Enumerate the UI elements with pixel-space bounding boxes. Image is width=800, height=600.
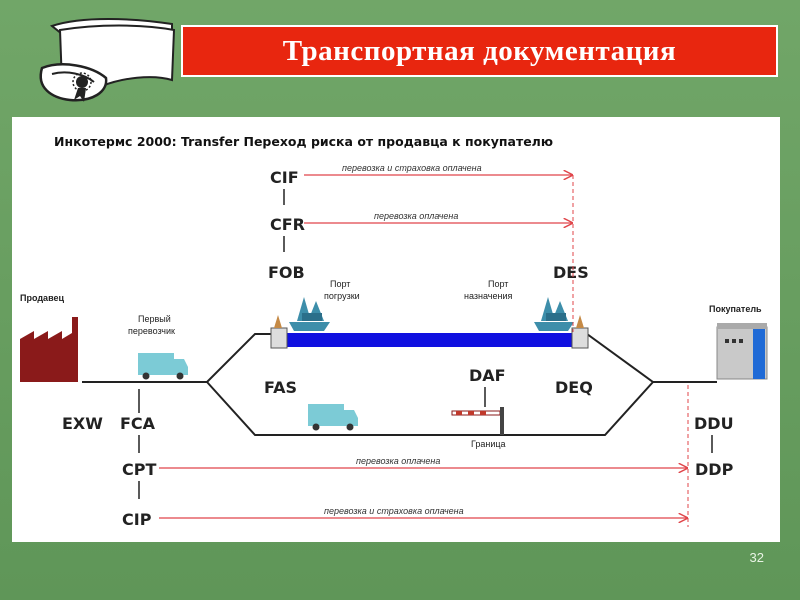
arrow-cif-label: перевозка и страховка оплачена xyxy=(342,163,482,173)
incoterms-diagram-panel: Инкотермс 2000: Transfer Переход риска о… xyxy=(12,117,780,542)
port-loading-label-line2: погрузки xyxy=(324,291,360,301)
slide-title: Транспортная документация xyxy=(282,34,677,67)
first-carrier-label-line2: перевозчик xyxy=(128,326,175,336)
cargo-loading-icon xyxy=(274,315,282,328)
border-barrier-icon xyxy=(451,407,504,435)
route-land-path xyxy=(206,381,654,436)
term-cip: CIP xyxy=(122,510,152,529)
term-ddp: DDP xyxy=(695,460,734,479)
factory-icon xyxy=(20,317,78,382)
port-loading-label-line1: Порт xyxy=(330,279,350,289)
quay-destination xyxy=(571,327,589,349)
arrow-cip-label: перевозка и страховка оплачена xyxy=(324,506,464,516)
ship-loading-icon xyxy=(289,297,330,331)
border-label: Граница xyxy=(471,439,506,449)
buyer-label: Покупатель xyxy=(709,304,762,314)
port-destination-label-line1: Порт xyxy=(488,279,508,289)
term-fca: FCA xyxy=(120,414,156,433)
term-deq: DEQ xyxy=(555,378,593,397)
sea-channel xyxy=(271,333,587,347)
diagram-heading: Инкотермс 2000: Transfer Переход риска о… xyxy=(54,134,553,149)
term-fas: FAS xyxy=(264,378,297,397)
scroll-icon xyxy=(39,18,176,102)
term-cfr: CFR xyxy=(270,215,305,234)
first-carrier-label-line1: Первый xyxy=(138,314,171,324)
page-number: 32 xyxy=(749,550,764,565)
ship-destination-icon xyxy=(534,297,574,331)
slide-title-box: Транспортная документация xyxy=(181,25,778,77)
quay-loading xyxy=(270,327,288,349)
cargo-destination-icon xyxy=(576,315,584,328)
term-des: DES xyxy=(553,263,589,282)
arrow-cpt-label: перевозка оплачена xyxy=(356,456,440,466)
truck-land-route-icon xyxy=(308,404,358,431)
term-ddu: DDU xyxy=(694,414,734,433)
term-daf: DAF xyxy=(469,366,506,385)
arrow-cfr-label: перевозка оплачена xyxy=(374,211,458,221)
seller-label: Продавец xyxy=(20,293,64,303)
term-cif: CIF xyxy=(270,168,299,187)
term-exw: EXW xyxy=(62,414,103,433)
port-destination-label-line2: назначения xyxy=(464,291,512,301)
truck-first-carrier-icon xyxy=(138,353,188,380)
buyer-building-icon xyxy=(716,323,768,380)
incoterms-diagram: Инкотермс 2000: Transfer Переход риска о… xyxy=(20,134,768,529)
term-fob: FOB xyxy=(268,263,305,282)
term-cpt: CPT xyxy=(122,460,156,479)
